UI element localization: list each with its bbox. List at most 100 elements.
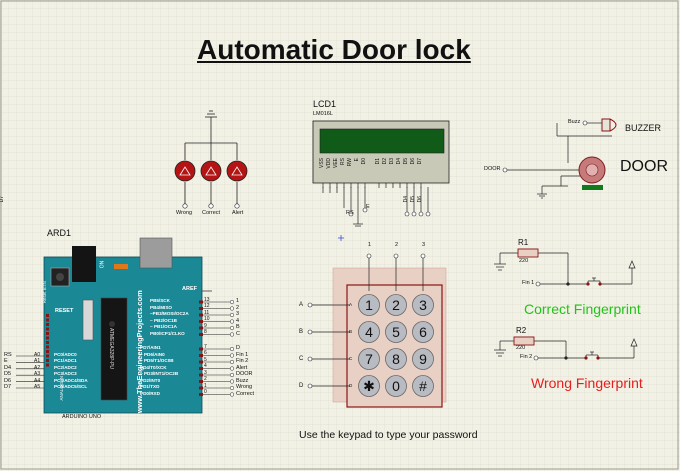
keypad-col-label: 2 — [395, 242, 399, 248]
keypad-wiring — [307, 253, 434, 397]
r2-ref: R2 — [516, 326, 527, 335]
keypad-key-label: 7 — [365, 351, 373, 367]
arduino-left-net: RS — [4, 352, 12, 358]
resistor-r2 — [513, 336, 535, 346]
led-correct — [200, 160, 222, 182]
r1-net: Fin 1 — [522, 280, 535, 286]
arduino-right-net: 1 — [236, 298, 240, 304]
arduino-header-pin — [46, 323, 49, 326]
keypad-row-inner-label: B — [349, 329, 353, 334]
arduino-digital-terminal — [229, 372, 235, 378]
arduino-header-pin — [46, 332, 49, 335]
led-wrong — [174, 160, 196, 182]
buzzer-motor-wiring — [507, 122, 612, 199]
arduino-digital-terminal — [229, 379, 235, 384]
arduino-analog-pin: A0 — [34, 352, 41, 358]
keypad-row-inner-label: C — [349, 356, 353, 361]
arduino-digital-pin-number: 3 — [204, 369, 207, 376]
arduino-digital-pin — [199, 373, 203, 377]
keypad-row-terminal — [307, 302, 313, 308]
arduino-header-pin — [46, 345, 49, 349]
arduino-right-net: Fin 1 — [236, 351, 249, 358]
arduino-digital-pin-number: 13 — [204, 296, 210, 303]
arduino-digital-pin — [199, 347, 203, 351]
keypad-key[interactable] — [358, 348, 380, 370]
keypad-key-label: 8 — [392, 351, 400, 367]
keypad-key[interactable] — [358, 321, 380, 343]
keypad-key[interactable] — [358, 375, 380, 397]
arduino-reset: RESET — [55, 308, 74, 314]
keypad-row-label: C — [299, 356, 304, 362]
keypad-col-label: 1 — [368, 242, 372, 248]
keypad-key[interactable] — [412, 375, 434, 397]
arduino-right-net: Correct — [236, 390, 255, 397]
fingerprint-circuit-1 — [494, 252, 633, 285]
keypad-col-terminal — [366, 253, 372, 259]
lcd-pin-label: D4 — [396, 158, 402, 165]
arduino-part: ARDUINO UNO — [62, 414, 102, 420]
keypad-key[interactable] — [385, 294, 407, 316]
lcd-net-d: D6 — [417, 196, 423, 203]
arduino-digital-terminal — [229, 312, 235, 318]
arduino-digital-terminal — [229, 346, 235, 352]
arduino-digital-pin-number: 7 — [204, 343, 207, 350]
arduino-digital-terminal — [229, 306, 235, 311]
arduino-digital-terminal — [229, 359, 235, 365]
keypad-key[interactable] — [385, 321, 407, 343]
arduino-digital-label: PD4/T0/XCK — [140, 364, 167, 370]
arduino-digital-pin-number: 5 — [204, 356, 207, 363]
arduino-digital-pin — [199, 307, 203, 310]
arduino-digital-terminal — [229, 366, 235, 371]
keypad-row-label: B — [299, 329, 304, 335]
keypad-key[interactable] — [358, 294, 380, 316]
arduino-digital-pin-number: 0 — [204, 389, 207, 395]
arduino-analog-label: PC2/ADC2 — [54, 364, 77, 370]
arduino-header-pin — [46, 327, 49, 331]
lcd-net-rs: RS — [346, 210, 354, 216]
lcd-module — [312, 120, 450, 184]
arduino-digital-pin-number: 8 — [204, 329, 207, 335]
arduino-left-net: D4 — [4, 364, 12, 371]
r2-value: 220 — [516, 345, 526, 351]
arduino-digital-pin-number: 9 — [204, 322, 207, 329]
arduino-right-net: D — [236, 345, 240, 351]
keypad-row-inner-label: A — [349, 302, 353, 307]
lcd-pin-label: VSS — [319, 158, 325, 169]
lcd-pin-label: VDD — [326, 158, 332, 169]
arduino-digital-label: ~ PB1/OC1A — [150, 324, 177, 329]
keypad-key-label: ✱ — [363, 378, 375, 394]
keypad-key[interactable] — [412, 321, 434, 343]
keypad-key[interactable] — [412, 348, 434, 370]
arduino-right-net: Fin 2 — [236, 358, 249, 364]
keypad-key-label: 4 — [365, 324, 373, 340]
arduino-digital-label: PB5/SCK — [150, 298, 170, 303]
keypad-key[interactable] — [385, 348, 407, 370]
arduino-digital-pin — [199, 354, 203, 357]
arduino-ref: ARD1 — [47, 228, 72, 238]
arduino-digital-label: PD1/TXD — [140, 384, 160, 389]
arduino-digital-label: PB0/ICP1/CLKO — [150, 330, 185, 336]
led-group — [184, 110, 238, 204]
buzzer-symbol — [601, 118, 617, 132]
arduino-headers — [16, 299, 235, 397]
arduino-left-net: E — [4, 358, 8, 365]
arduino-analog-pin: A2 — [34, 364, 41, 371]
arduino-digital-pin — [199, 326, 203, 330]
led-label-alert: Alert — [232, 210, 244, 216]
arduino-digital-pin-number: 11 — [204, 309, 210, 316]
keypad-row-terminal — [307, 383, 313, 389]
keypad-key[interactable] — [412, 294, 434, 316]
lcd-pin-label: D2 — [382, 158, 388, 165]
keypad-key-label: 1 — [365, 297, 373, 313]
keypad-key[interactable] — [385, 375, 407, 397]
arduino-digital-label: ~ PB2/OC1B — [150, 317, 177, 323]
lcd-net-e: E — [366, 204, 370, 210]
keypad-key-label: # — [419, 378, 427, 394]
arduino-analog-label: PC0/ADC0 — [54, 352, 77, 357]
arduino-digital-pin-number: 12 — [204, 303, 210, 309]
arduino-header-pin — [46, 336, 49, 340]
arduino-analog-label: PC5/ADC5/SCL — [54, 384, 88, 389]
arduino-digital-label: ~ PD5/T1/OC0B — [140, 358, 174, 363]
lcd-pin-label: VEE — [333, 158, 339, 169]
led-alert — [226, 160, 248, 182]
